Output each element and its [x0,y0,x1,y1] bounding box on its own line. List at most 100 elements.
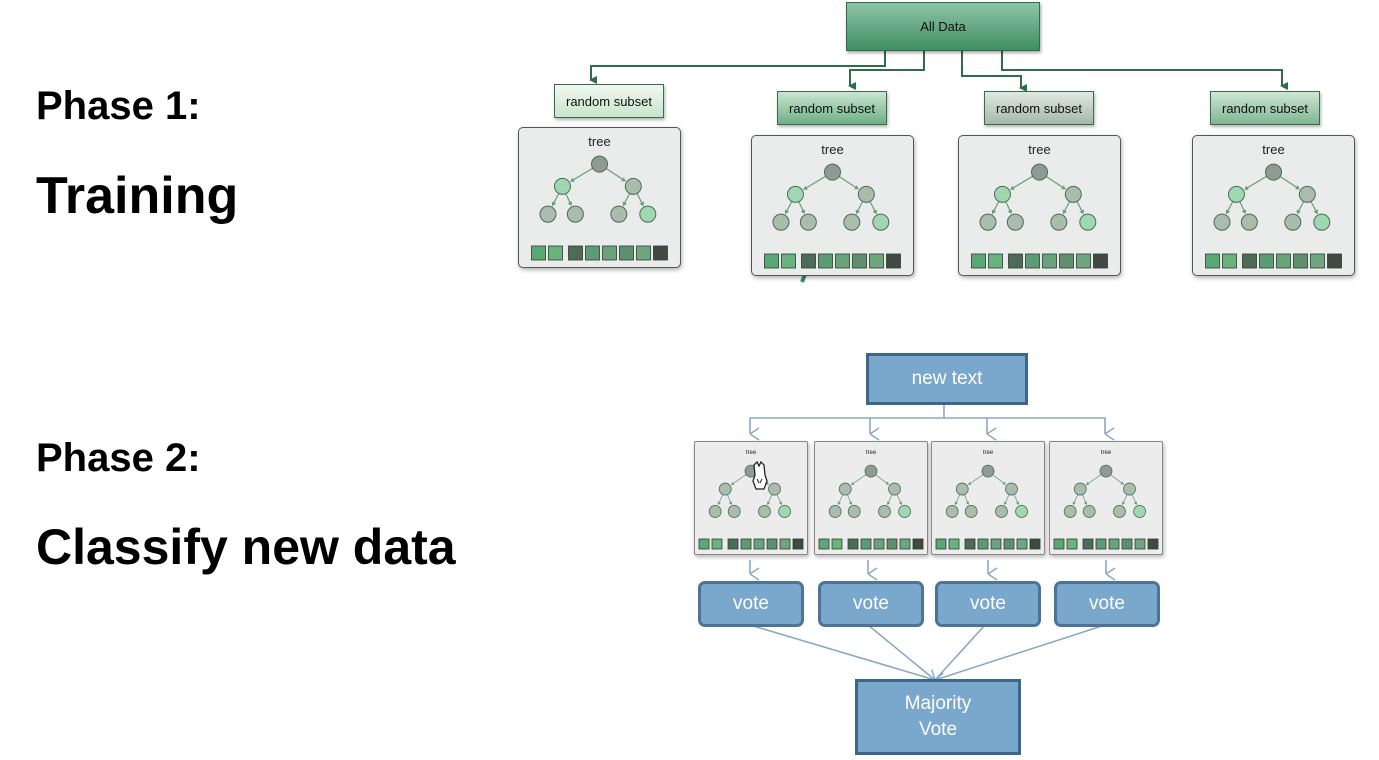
tree-edge-arrowhead [991,209,997,215]
random-subset-label: random subset [566,93,652,109]
tree-edge-arrowhead [1003,501,1008,506]
tree-node [979,213,997,231]
tree-edge-arrowhead [1244,185,1249,190]
tree-node [995,505,1008,518]
tree-edge-arrowhead [728,501,733,505]
tree-data-square [1059,253,1074,269]
tree-graph [935,464,1041,550]
training-connectors [589,50,1288,92]
tree-edge-arrowhead [766,501,771,506]
tree-edge [1279,176,1300,190]
tree-data-square [835,253,850,269]
tree-node [1005,482,1018,496]
tree-edge-arrowhead [1002,481,1006,485]
tree-node [838,482,852,496]
tree-label: tree [865,450,877,456]
tree-data-square [1242,253,1257,269]
tree-data-square [740,538,752,550]
tree-data-square [779,538,791,550]
vote-label: vote [853,593,889,614]
tree-node [847,505,861,518]
tree-data-square [1016,538,1028,550]
connector-vote-2-to-majority [867,624,936,681]
tree-edge [851,474,867,485]
tree-edge-arrowhead [784,209,790,215]
tree-data-square [1276,253,1291,269]
tree-node [799,213,817,231]
tree-edge [1110,474,1124,485]
tree-node [1064,185,1082,203]
tree-edge-arrowhead [855,209,860,215]
tree-node [1227,185,1245,203]
vote-label: vote [1089,593,1125,614]
tree-node [708,505,722,518]
tree-edge-arrowhead [1313,209,1318,215]
tree-data-square [988,253,1003,269]
training-tree-4: tree [1192,135,1355,276]
tree-data-square [831,538,843,550]
tree-edge [570,167,593,182]
training-tree-2: tree [751,135,914,276]
tree-graph [971,163,1108,269]
tree-node [610,205,628,223]
tree-node [1284,213,1302,231]
connector-to-subset-4 [1001,50,1288,90]
tree-data-square [1108,538,1120,550]
tree-data-square [781,253,796,269]
tree-data-square [1003,538,1015,550]
tree-node [639,205,657,223]
tree-data-square [899,538,911,550]
tree-data-square [818,538,830,550]
tree-graph [1053,464,1159,550]
tree-data-square [1066,538,1078,550]
vote-label: vote [970,593,1006,614]
tree-node [828,505,842,518]
tree-node [1313,213,1331,231]
tree-data-square [1147,538,1159,550]
tree-data-square [1121,538,1133,550]
tree-edge-arrowhead [872,209,877,215]
tree-node [1099,464,1113,478]
tree-edge-arrowhead [639,201,644,207]
tree-data-square [1095,538,1107,550]
classify-tree-1: tree [694,441,808,555]
classify-tree-2: tree [814,441,928,555]
tree-data-square [727,538,739,550]
tree-data-square [1025,253,1040,269]
vote-box-2: vote [818,581,924,627]
tree-node [898,505,911,518]
tree-edge-arrowhead [1062,209,1067,215]
phase-2-label: Phase 2: [36,436,201,480]
tree-node [624,177,642,195]
classify-connectors [749,402,1106,681]
tree-edge-arrowhead [1079,209,1084,215]
tree-data-square [1053,538,1065,550]
tree-node [758,505,771,518]
tree-node [768,482,781,496]
tree-node [872,213,890,231]
tree-node [1079,213,1097,231]
connector-vote-1-to-majority [749,624,935,680]
tree-data-square [935,538,947,550]
tree-node [981,464,995,478]
tree-edge-arrowhead [570,177,575,182]
tree-node [1006,213,1024,231]
random-subset-box-1: random subset [554,84,664,118]
tree-data-square [948,538,960,550]
tree-node [1133,505,1146,518]
training-tree-1: tree [518,127,681,268]
tree-label: tree [1100,450,1112,456]
tree-label: tree [588,134,611,149]
tree-data-square [801,253,816,269]
tree-node [857,185,875,203]
tree-data-square [1205,253,1220,269]
tree-node [864,464,878,478]
phase-2-title: Classify new data [36,519,456,575]
tree-data-square [971,253,986,269]
tree-edge [992,474,1006,485]
connector-to-subset-2 [848,50,925,90]
tree-data-square [653,245,668,261]
tree-node [553,177,571,195]
tree-data-square [852,253,867,269]
